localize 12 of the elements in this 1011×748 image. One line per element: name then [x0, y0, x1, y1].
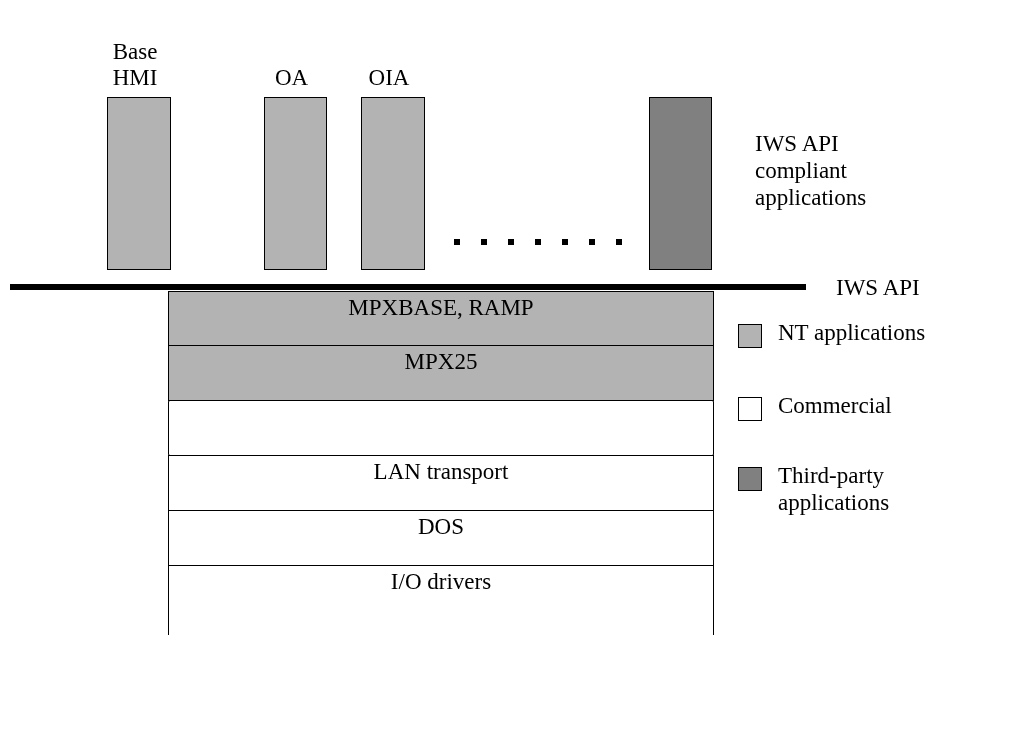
application-bar	[649, 97, 712, 270]
software-layer: I/O drivers	[168, 565, 714, 635]
software-layer: MPX25	[168, 345, 714, 401]
software-layer: MPXBASE, RAMP	[168, 291, 714, 347]
legend-label: Commercial	[778, 392, 893, 419]
software-layer: LAN transport	[168, 455, 714, 511]
legend-label: Third-party applications	[778, 462, 891, 516]
legend-label: NT applications	[778, 319, 927, 346]
boundary-label: IWS API	[836, 274, 921, 301]
layer-caption: IWS API compliant applications	[755, 130, 868, 211]
software-layer: DOS	[168, 510, 714, 566]
software-layer	[168, 400, 714, 456]
